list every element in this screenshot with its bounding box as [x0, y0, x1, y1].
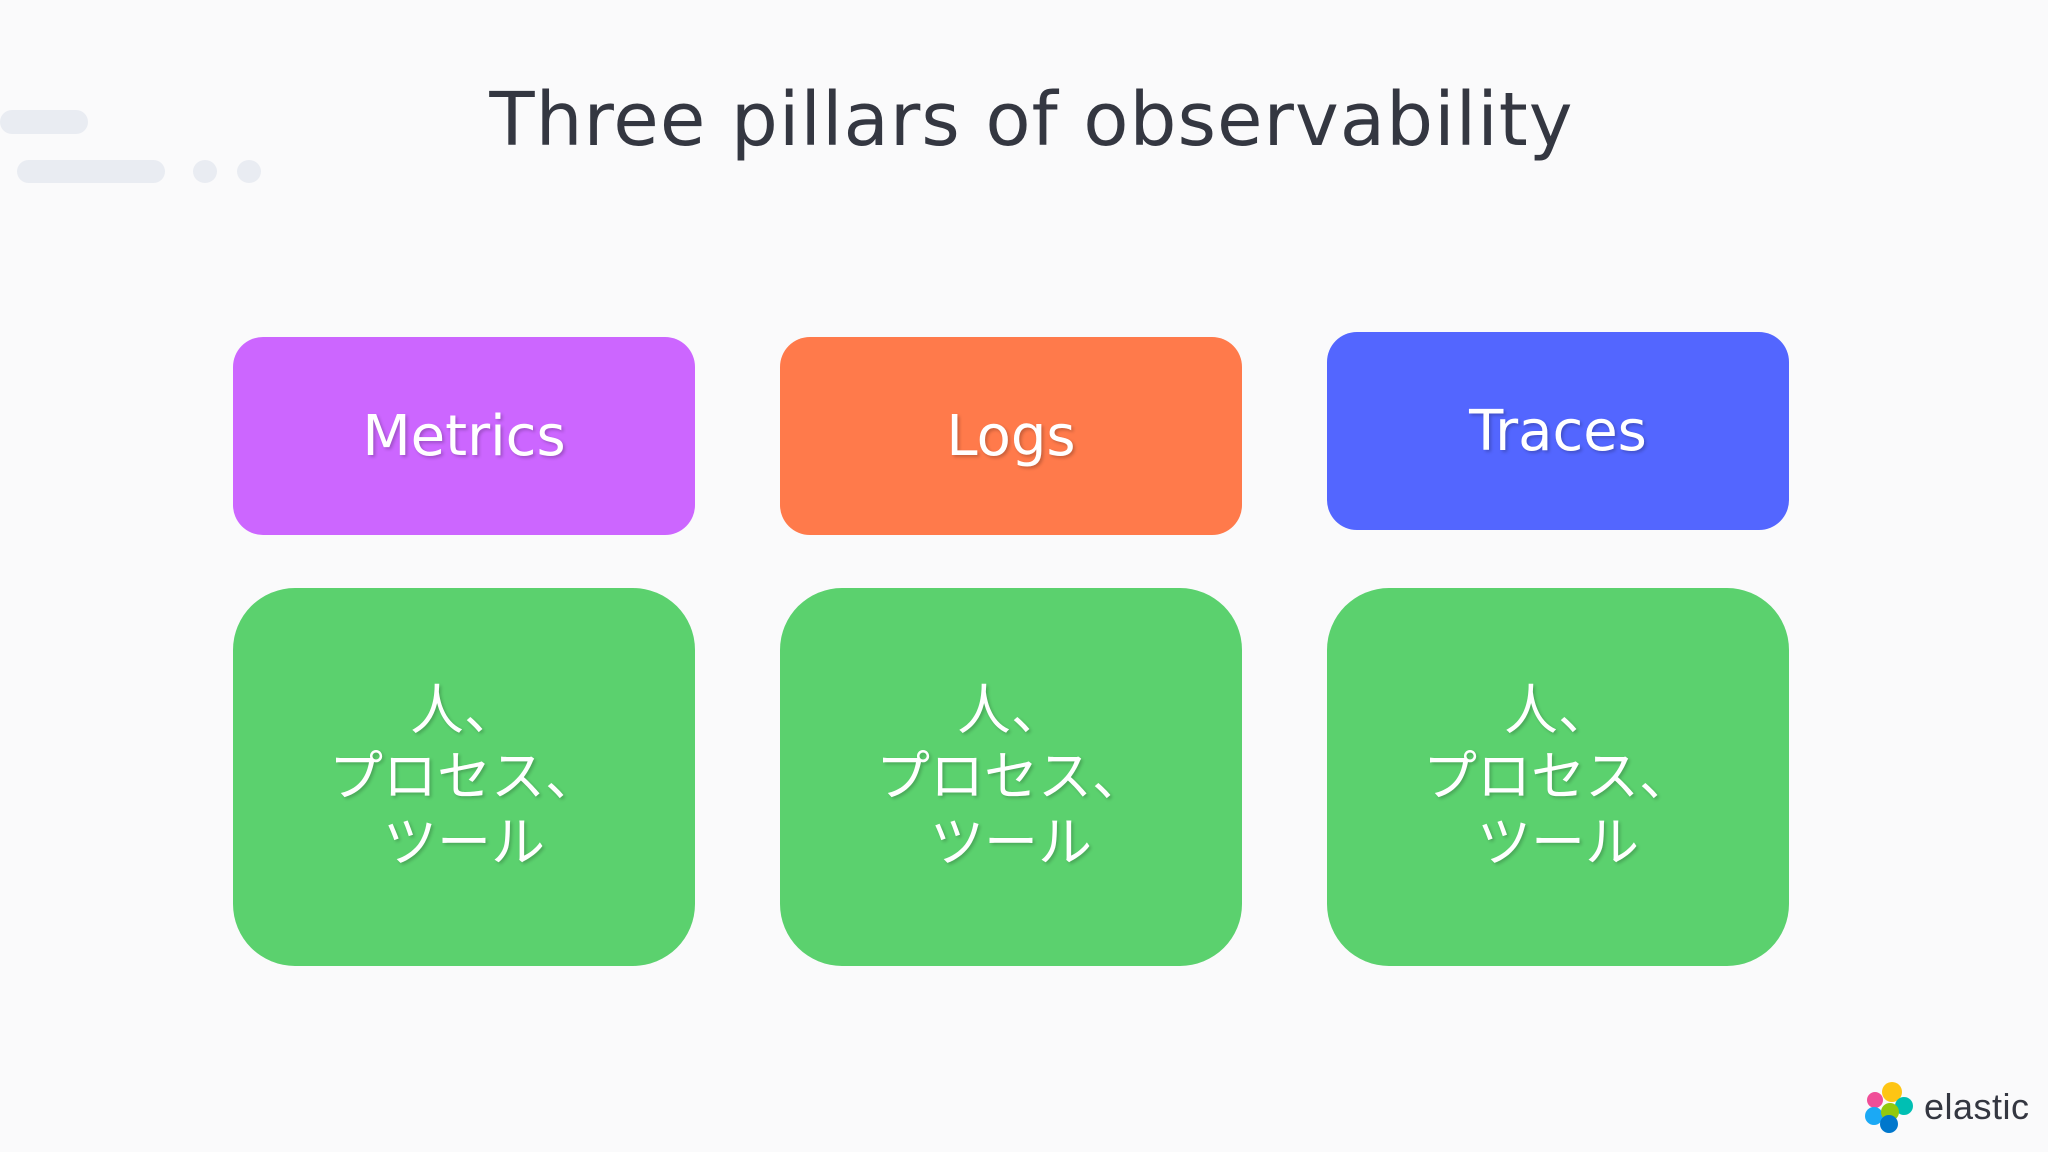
pillar-label: Metrics	[362, 403, 566, 469]
pillar-label: Traces	[1469, 398, 1647, 464]
detail-line: ツール	[930, 811, 1092, 874]
pillar-label: Logs	[946, 403, 1076, 469]
decorative-dot	[237, 160, 261, 183]
detail-line: ツール	[1477, 811, 1639, 874]
decorative-line	[0, 110, 88, 134]
decorative-line	[17, 160, 165, 183]
decorative-dot	[193, 160, 217, 183]
detail-line: プロセス、	[329, 745, 599, 808]
detail-line: ツール	[383, 811, 545, 874]
pillar-traces-card: Traces	[1327, 332, 1789, 530]
slide-title: Three pillars of observability	[489, 77, 1574, 163]
brand-name: elastic	[1924, 1086, 2030, 1127]
detail-line: 人、	[957, 679, 1065, 742]
pillar-metrics-card: Metrics	[233, 337, 695, 535]
brand-logo: elastic	[1862, 1080, 2030, 1134]
detail-line: プロセス、	[1423, 745, 1693, 808]
detail-line: 人、	[1504, 679, 1612, 742]
detail-line: プロセス、	[876, 745, 1146, 808]
logs-detail-card: 人、 プロセス、 ツール	[780, 588, 1242, 966]
traces-detail-card: 人、 プロセス、 ツール	[1327, 588, 1789, 966]
elastic-logo-icon	[1865, 1082, 1913, 1133]
metrics-detail-card: 人、 プロセス、 ツール	[233, 588, 695, 966]
pillar-logs-card: Logs	[780, 337, 1242, 535]
detail-line: 人、	[410, 679, 518, 742]
